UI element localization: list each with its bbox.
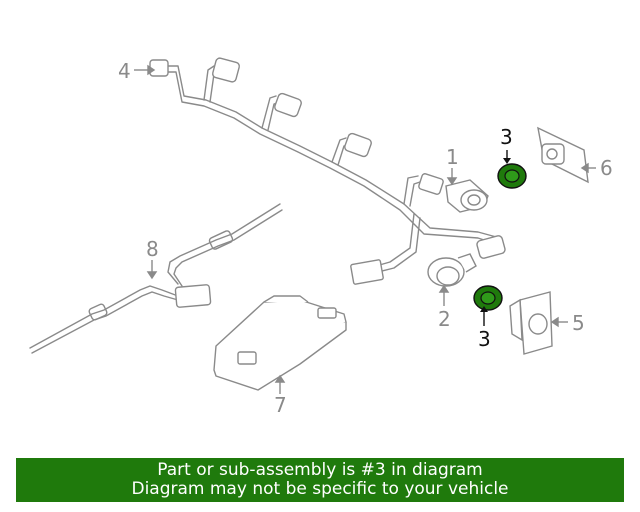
part-1-sensor [445, 179, 489, 213]
callout-7: 7 [274, 393, 287, 417]
callout-1: 1 [446, 145, 459, 169]
callout-labels: 4 1 3 6 8 2 3 5 7 [118, 59, 613, 417]
callout-8: 8 [146, 237, 159, 261]
banner-line-2: Diagram may not be specific to your vehi… [131, 479, 509, 499]
callout-3-lower: 3 [478, 327, 491, 351]
part-3-retainer-upper [497, 150, 527, 189]
part-6-bracket [537, 126, 589, 184]
callout-leaders [134, 64, 596, 394]
callout-3-upper: 3 [500, 125, 513, 149]
callout-6: 6 [600, 156, 613, 180]
wiring-harness [164, 65, 501, 273]
part-8-cable [29, 203, 283, 354]
part-7-control-module [213, 295, 347, 391]
callout-5: 5 [572, 311, 585, 335]
part-5-bracket [509, 291, 553, 355]
parts-diagram: 4 1 3 6 8 2 3 5 7 [29, 57, 613, 417]
callout-2: 2 [438, 307, 451, 331]
part-3-retainer-lower [473, 285, 503, 326]
callout-4: 4 [118, 59, 131, 83]
banner-line-1: Part or sub-assembly is #3 in diagram [157, 460, 483, 480]
part-2-sensor [427, 253, 477, 287]
harness-connectors [149, 57, 506, 285]
info-banner: Part or sub-assembly is #3 in diagram Di… [16, 458, 624, 502]
